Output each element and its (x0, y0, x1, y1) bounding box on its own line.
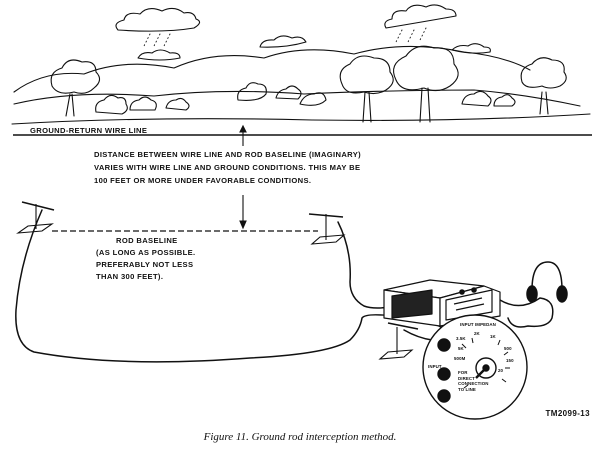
label-rod-baseline: ROD BASELINE (116, 236, 178, 245)
ground-rod-right (308, 213, 346, 245)
panel-direct-note-3: CONNECTION (458, 381, 489, 386)
distance-arrow-up (239, 124, 247, 146)
cloud-far-right (451, 43, 491, 54)
cable-headset (499, 297, 554, 328)
panel-direct-note-2: DIRECT (458, 375, 475, 381)
bushes-right (461, 90, 516, 107)
label-rod-baseline-note-2: PREFERABLY NOT LESS (96, 260, 194, 269)
label-distance-line-1: DISTANCE BETWEEN WIRE LINE AND ROD BASEL… (94, 150, 362, 159)
tree-far-right (520, 57, 567, 115)
landscape-scene (11, 4, 591, 125)
label-distance-line-2: VARIES WITH WIRE LINE AND GROUND CONDITI… (94, 163, 361, 172)
label-distance-line-3: 100 FEET OR MORE UNDER FAVORABLE CONDITI… (94, 176, 312, 185)
dial-value-4: 500 (504, 346, 512, 351)
panel-direct-note-1: FOR (458, 370, 468, 375)
dial-value-6: 150 (506, 358, 514, 363)
panel-input-label: INPUT (428, 364, 442, 369)
hill-ridge-mid (13, 89, 581, 107)
test-set (383, 279, 501, 327)
distance-arrow-down (239, 195, 247, 230)
dial-value-3: 5K (458, 346, 464, 351)
dial-value-1: 2K (474, 331, 480, 336)
cloud-left (115, 7, 201, 32)
figure-code: TM2099-13 (545, 409, 590, 418)
panel-impedance-title: INPUT IMPEDAN (460, 322, 496, 327)
dial-value-2: 1K (490, 334, 496, 339)
figure-caption: Figure 11. Ground rod interception metho… (203, 431, 397, 443)
tree-big-center (339, 55, 394, 123)
trees-center (237, 82, 327, 106)
cable-near-rod (403, 329, 433, 341)
hill-ridge-back (13, 45, 531, 93)
cable-left-rod-to-set (15, 209, 447, 363)
headset-icon (526, 261, 568, 303)
cloud-right (384, 4, 457, 29)
cloud-small (137, 49, 181, 61)
label-ground-return-wire-line: GROUND-RETURN WIRE LINE (30, 126, 148, 135)
dial-value-0: 3.5K (456, 336, 466, 341)
dial-value-5: 500M (454, 356, 466, 361)
bushes-left (95, 94, 190, 115)
dial-value-7: 20 (498, 368, 504, 373)
cloud-center (259, 35, 307, 48)
ground-rod-near-set (378, 322, 419, 360)
panel-direct-note-4: TO LINE (458, 386, 476, 392)
ground-rod-left (16, 201, 55, 234)
ground-line (11, 113, 591, 125)
tree-big-right (393, 45, 459, 123)
label-rod-baseline-note-3: THAN 300 FEET). (96, 272, 164, 281)
impedance-panel-detail (422, 314, 528, 420)
label-rod-baseline-note-1: (AS LONG AS POSSIBLE. (96, 248, 196, 257)
rain-stipple (143, 27, 427, 47)
tree-left (50, 59, 101, 117)
